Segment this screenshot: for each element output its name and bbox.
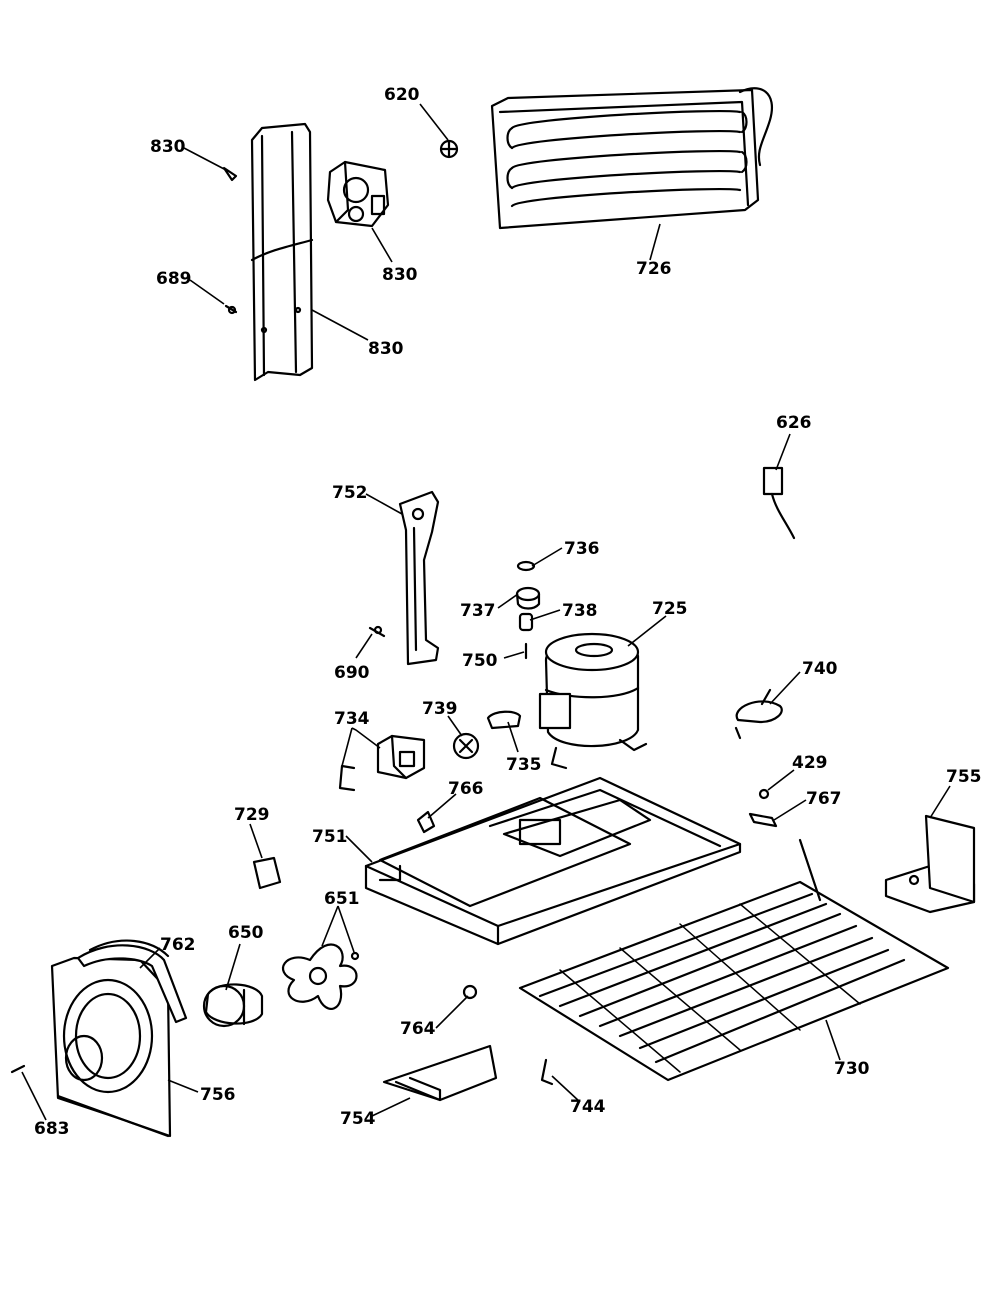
pan-754-part xyxy=(382,1044,498,1102)
bracket-830-part xyxy=(250,122,314,382)
callout-764: 764 xyxy=(400,1019,436,1039)
callout-735: 735 xyxy=(506,755,542,775)
callout-725: 725 xyxy=(652,599,688,619)
capacitor-729-part xyxy=(252,856,282,890)
fan-blade-651-part xyxy=(281,943,360,1010)
screw-683-part xyxy=(10,1064,26,1074)
callout-740: 740 xyxy=(802,659,838,679)
clip-736-part xyxy=(516,560,536,572)
overload-739-part xyxy=(452,732,480,760)
callout-762: 762 xyxy=(160,935,196,955)
clip-744-part xyxy=(540,1058,554,1086)
fan-motor-650-part xyxy=(202,983,264,1028)
callout-650: 650 xyxy=(228,923,264,943)
bracket-752-part xyxy=(398,490,440,666)
evaporator-730-part xyxy=(518,838,950,1082)
callout-683: 683 xyxy=(34,1119,70,1139)
screw-620-part xyxy=(439,139,459,159)
unit-830-part xyxy=(326,160,390,228)
screw-689-part xyxy=(224,304,238,315)
relay-734-part xyxy=(376,734,426,780)
clamp-767-part xyxy=(748,812,778,828)
callout-744: 744 xyxy=(570,1097,606,1117)
duct-762-part xyxy=(76,939,188,1024)
cover-735-part xyxy=(486,710,522,730)
callout-690: 690 xyxy=(334,663,370,683)
callout-620: 620 xyxy=(384,85,420,105)
callout-labels: 620 830 830 689 830 726 626 752 736 737 … xyxy=(34,85,982,1139)
callout-754: 754 xyxy=(340,1109,376,1129)
callout-689: 689 xyxy=(156,269,192,289)
bracket-740-part xyxy=(734,688,783,740)
clip-766-part xyxy=(416,810,436,834)
callout-726: 726 xyxy=(636,259,672,279)
grommet-764-part xyxy=(462,984,478,1000)
callout-737: 737 xyxy=(460,601,496,621)
compressor-725-part xyxy=(538,632,648,770)
callout-830-b: 830 xyxy=(382,265,418,285)
condenser-726-part xyxy=(490,87,773,230)
callout-750: 750 xyxy=(462,651,498,671)
callout-766: 766 xyxy=(448,779,484,799)
callout-739: 739 xyxy=(422,699,458,719)
callout-752: 752 xyxy=(332,483,368,503)
callout-755: 755 xyxy=(946,767,982,787)
bracket-755-part xyxy=(884,814,976,914)
callout-756: 756 xyxy=(200,1085,236,1105)
callout-738: 738 xyxy=(562,601,598,621)
callout-730: 730 xyxy=(834,1059,870,1079)
callout-429: 429 xyxy=(792,753,828,773)
callout-751: 751 xyxy=(312,827,348,847)
screw-429-part xyxy=(758,788,770,800)
callout-626: 626 xyxy=(776,413,812,433)
callout-767: 767 xyxy=(806,789,842,809)
screw-690-part xyxy=(368,625,386,638)
harness-626-part xyxy=(762,466,796,540)
callout-736: 736 xyxy=(564,539,600,559)
sleeve-738-part xyxy=(518,612,534,632)
screw-830-part xyxy=(222,166,238,182)
clip-734-part xyxy=(338,764,356,792)
callout-830-a: 830 xyxy=(150,137,186,157)
callout-729: 729 xyxy=(234,805,270,825)
callout-734: 734 xyxy=(334,709,370,729)
leader-lines xyxy=(21,103,951,1121)
base-751-part xyxy=(364,776,742,946)
callout-651: 651 xyxy=(324,889,360,909)
shroud-756-part xyxy=(50,956,172,1138)
callout-830-c: 830 xyxy=(368,339,404,359)
grommet-737-part xyxy=(515,586,541,610)
